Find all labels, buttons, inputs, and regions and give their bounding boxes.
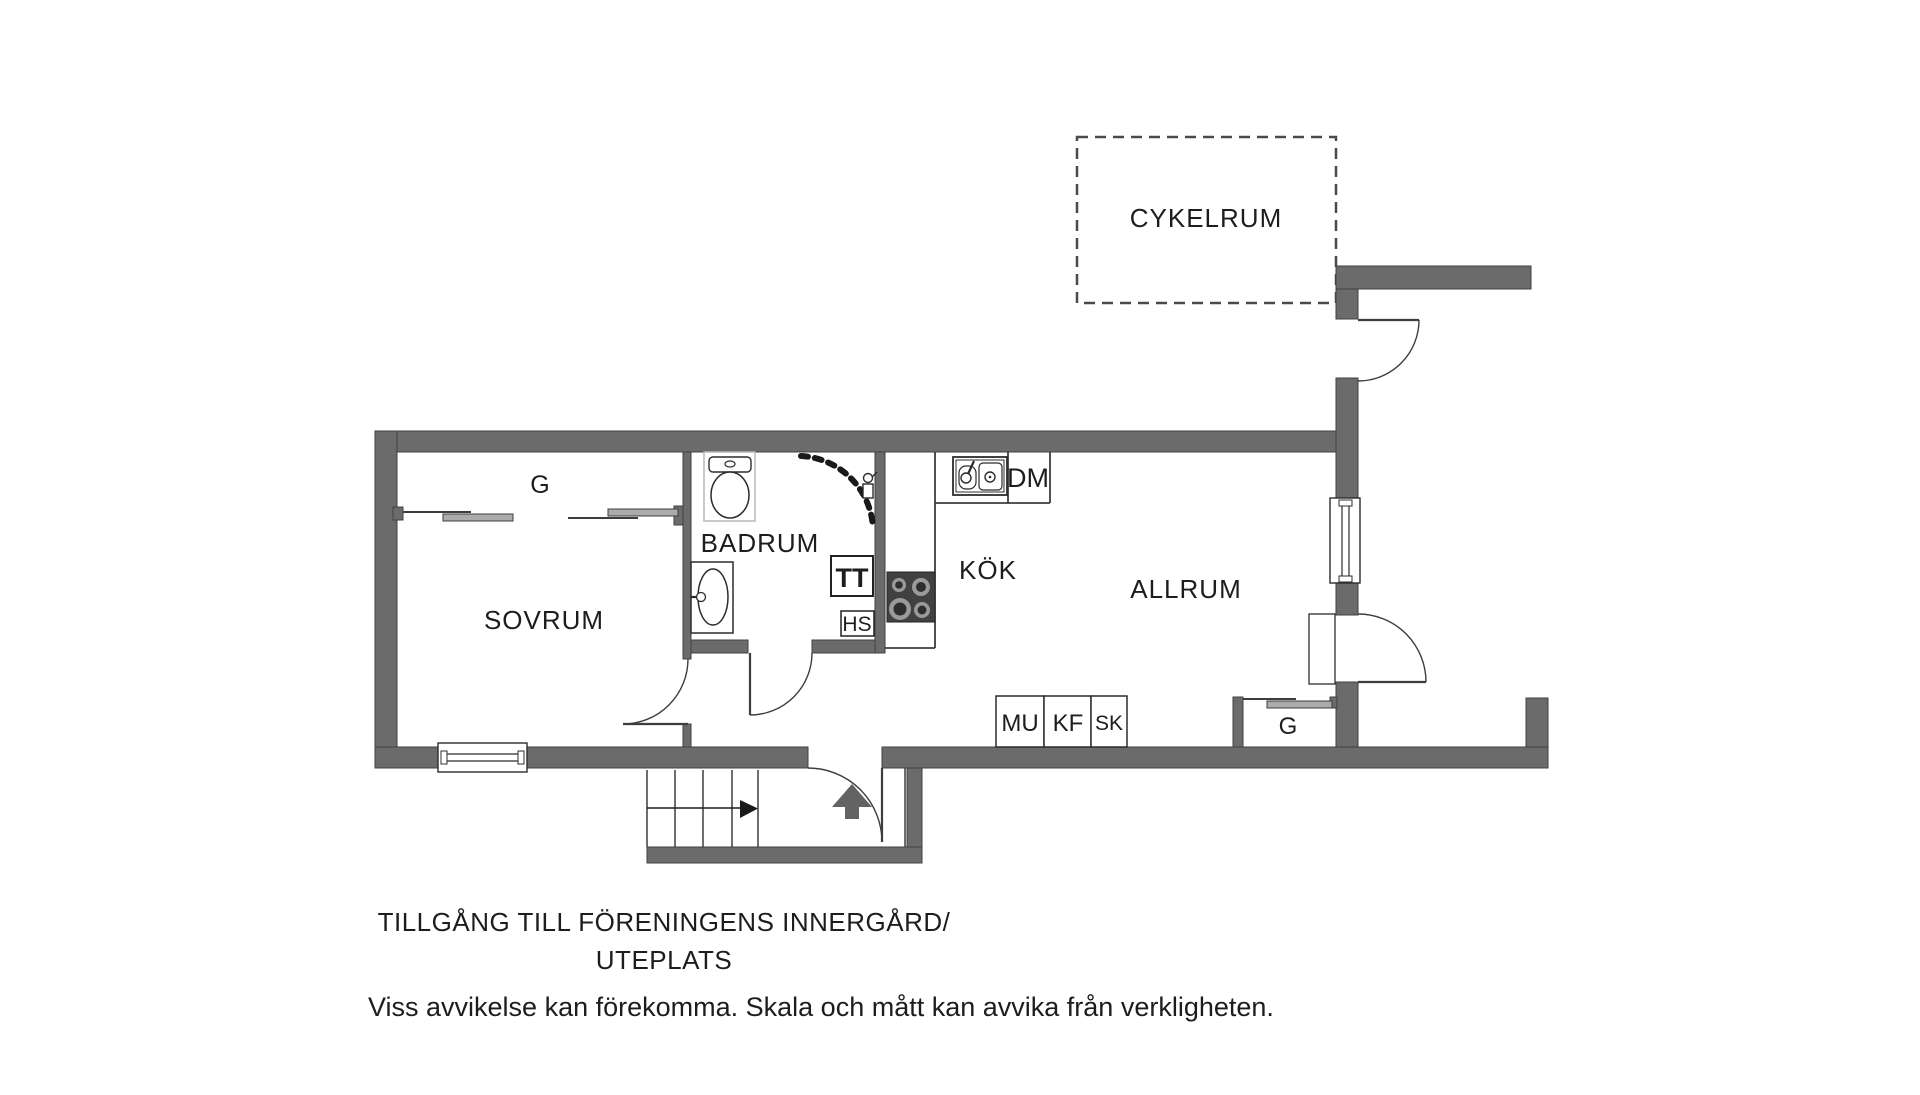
toilet (703, 451, 756, 522)
sink-basin-left (958, 465, 977, 490)
wall-bathroom-bottom-left (690, 639, 749, 654)
shower-curtain (798, 453, 876, 531)
window-bedroom-post-left (440, 750, 448, 765)
bedroom-wardrobe (403, 508, 679, 522)
doors (622, 318, 1427, 843)
sink-drain-dot (988, 475, 992, 479)
sink-outer (952, 456, 1008, 496)
wall-stair-bottom (646, 846, 923, 864)
window-allrum-post-top (1338, 499, 1353, 507)
label-hs: HS (842, 613, 871, 636)
wardrobe-panel-left (442, 513, 514, 522)
note-disclaimer: Viss avvikelse kan förekomma. Skala och … (368, 992, 1274, 1022)
wall-right-b (1335, 377, 1359, 499)
cykelrum-dashed-outline (1075, 135, 1338, 305)
label-tt: TT (836, 563, 869, 593)
door-east-swing (1357, 613, 1427, 683)
burner-2-center (916, 582, 926, 592)
window-bedroom-post-right (517, 750, 525, 765)
stair-direction-arrow (740, 800, 758, 818)
windows (437, 497, 1361, 773)
wardrobe-panel-right (607, 508, 679, 517)
allrum-wardrobe-panel (1266, 700, 1333, 709)
sink-basin-right (978, 462, 1003, 491)
tt-box (830, 555, 874, 597)
toilet-bowl (710, 471, 750, 519)
wall-bedroom-door-stub (682, 723, 692, 748)
entry-arrow (832, 784, 872, 819)
shower-mixer (862, 471, 878, 499)
burner-3-center (893, 602, 907, 616)
window-allrum (1329, 497, 1361, 584)
door-upper-right-swing (1357, 319, 1420, 382)
door-entry-swing (807, 767, 883, 843)
hs-box (840, 610, 875, 637)
label-dm: DM (1007, 463, 1049, 493)
wall-bathroom-bottom-right (811, 639, 876, 654)
labels: CYKELRUM G SOVRUM BADRUM KÖK ALLRUM DM T… (484, 203, 1297, 740)
label-mu: MU (1001, 710, 1038, 737)
shower-body (862, 483, 874, 499)
label-wardrobe-allrum: G (1279, 713, 1298, 740)
label-sk: SK (1095, 712, 1123, 735)
wall-right-c (1335, 582, 1359, 616)
wall-bedroom-bathroom (682, 451, 692, 660)
bathroom-fixtures (690, 451, 878, 637)
label-wardrobe-bedroom: G (530, 471, 549, 499)
cykelrum-room (1075, 135, 1338, 305)
allrum-cabinet-row (995, 695, 1128, 748)
label-sovrum: SOVRUM (484, 605, 604, 635)
note-courtyard-line2: UTEPLATS (596, 945, 732, 975)
notes: TILLGÅNG TILL FÖRENINGENS INNERGÅRD/ UTE… (368, 907, 1274, 1022)
wall-right-d (1335, 681, 1359, 748)
wall-top-right-wing (1335, 265, 1532, 290)
label-badrum: BADRUM (701, 528, 820, 558)
wardrobe-stub-left (392, 506, 404, 521)
sk-box (1090, 695, 1128, 748)
stove (886, 571, 936, 623)
allrum-closet-stub (1232, 696, 1244, 748)
entry-arrow-head (832, 784, 872, 807)
shower-arm (871, 471, 878, 478)
kitchen-sink (952, 456, 1008, 496)
window-allrum-post-bottom (1338, 575, 1353, 583)
label-kf: KF (1053, 710, 1084, 737)
wall-left (374, 430, 398, 769)
label-allrum: ALLRUM (1130, 574, 1241, 604)
door-bedroom-swing (622, 658, 689, 725)
sink-faucet-arm (967, 460, 975, 475)
shower-knob (862, 472, 874, 484)
wall-stub-bottom-right (1525, 697, 1549, 748)
label-kok: KÖK (959, 555, 1017, 585)
note-courtyard-line1: TILLGÅNG TILL FÖRENINGENS INNERGÅRD/ (378, 907, 951, 937)
window-bedroom (437, 742, 528, 773)
toilet-button (724, 460, 736, 468)
bathroom-faucet (695, 591, 707, 603)
door-bathroom-swing (749, 652, 813, 716)
kitchen-fixtures (885, 452, 1051, 649)
label-cykelrum: CYKELRUM (1130, 203, 1282, 233)
door-east-recess (1308, 613, 1336, 685)
sink-drain (984, 471, 996, 483)
wall-top (374, 430, 1338, 453)
entry-arrow-stem (845, 807, 859, 819)
burner-1-center (895, 581, 903, 589)
sink-inner (955, 459, 1005, 493)
wall-bathroom-right (874, 451, 886, 654)
allrum-wardrobe (1243, 698, 1333, 709)
bathroom-sink (690, 561, 734, 634)
burner-4-center (917, 605, 927, 615)
sink-faucet-base (960, 472, 972, 484)
window-allrum-frame (1329, 497, 1361, 584)
window-bedroom-frame (437, 742, 528, 773)
staircase (646, 768, 906, 847)
wall-bottom-right (881, 746, 1549, 769)
